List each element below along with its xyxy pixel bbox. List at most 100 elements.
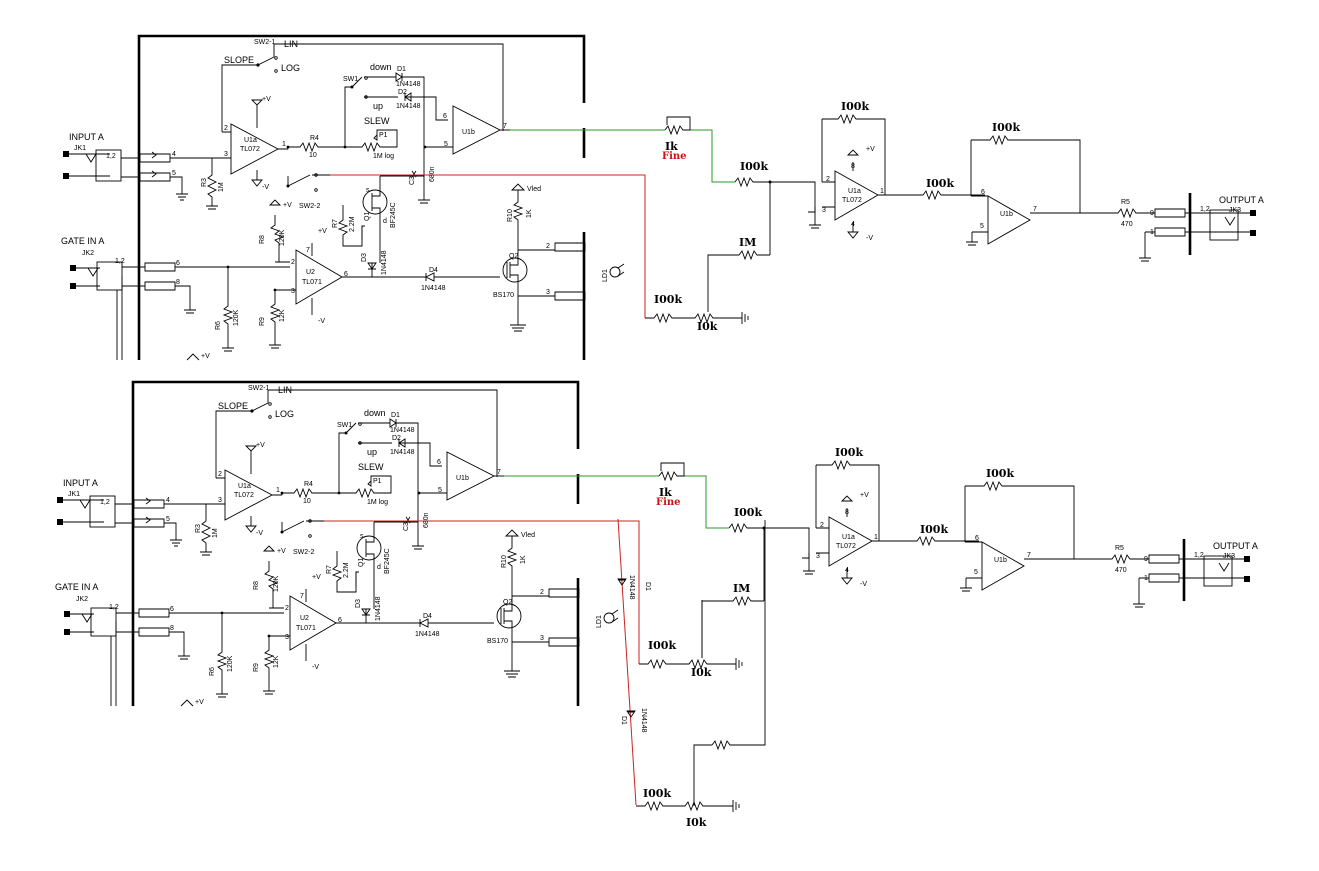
slew-label-b: SLEW: [358, 462, 384, 472]
d2-label-b: D2: [392, 435, 401, 442]
addon-1k-pot: Ik: [665, 140, 678, 153]
vplus-label-b: +V: [256, 442, 265, 449]
r7-label-b: R7: [326, 565, 333, 574]
c3-label-b: C3: [403, 522, 410, 531]
q2-pin3: 3: [546, 289, 550, 296]
bottom-extra-branch: [617, 518, 766, 812]
addon-jk3-pins-b: 1,2: [1194, 552, 1204, 559]
gate-label: GATE IN A: [61, 236, 104, 246]
u2-pin7-b: 7: [300, 593, 304, 600]
r8-vplus: +V: [283, 202, 292, 209]
q2-pin2-b: 2: [540, 589, 544, 596]
addon-q1: 1: [880, 188, 884, 195]
lin-label-b: LIN: [278, 385, 292, 395]
addon-1m-b: IM: [733, 582, 750, 595]
ld1-label: LD1: [602, 269, 609, 282]
pin-5: 5: [172, 170, 176, 177]
log-label-b: LOG: [275, 409, 294, 419]
addon-vminus-b: -V: [860, 581, 867, 588]
r4-value: 10: [309, 152, 317, 159]
lin-label: LIN: [284, 39, 298, 49]
r6-value: 120K: [233, 309, 240, 326]
sw22-label: SW2-2: [299, 203, 321, 210]
r6-value-b: 120K: [227, 655, 234, 672]
addon-pin1: 1: [1150, 229, 1154, 236]
u1b-pin7-b: 7: [497, 469, 501, 476]
u1b-pin7: 7: [503, 123, 507, 130]
addon-r5-b: R5: [1115, 545, 1124, 552]
labels-bottom: INPUT A JK1 1,2 4 5 SLOPE SW2-1 LIN LOG …: [55, 385, 1258, 706]
q1-label-b: Q1: [358, 558, 365, 567]
q2-label-b: Q2: [503, 599, 512, 606]
extra-diode-a-value: 1N4148: [628, 575, 635, 600]
addon-100k-input-b: I00k: [734, 506, 762, 519]
r4-label-b: R4: [304, 481, 313, 488]
jk2-pin6-b: 6: [170, 606, 174, 613]
pin-4-b: 4: [166, 497, 170, 504]
addon-q4-b: 4: [845, 567, 849, 574]
d1-value-b: 1N4148: [390, 427, 415, 434]
q2-value: BS170: [493, 292, 514, 299]
u2-pin6-b: 6: [338, 617, 342, 624]
addon-q6-b: 6: [975, 535, 979, 542]
sw21-label-b: SW2-1: [248, 385, 270, 392]
d1-label-b: D1: [391, 412, 400, 419]
log-label: LOG: [281, 63, 300, 73]
addon-vplus: +V: [866, 146, 875, 153]
r4-label: R4: [310, 135, 319, 142]
extra-100k: I00k: [643, 787, 671, 800]
sw22-label-b: SW2-2: [293, 549, 315, 556]
addon-q2-b: 2: [820, 522, 824, 529]
d3-label: D3: [361, 253, 368, 262]
addon-q3: 3: [822, 207, 826, 214]
u1a-pin3: 3: [224, 151, 228, 158]
d4-value-b: 1N4148: [415, 631, 440, 638]
p1-label-b: P1: [373, 478, 382, 485]
bottom-vplus: +V: [201, 353, 210, 360]
u2-vplus: +V: [318, 228, 327, 235]
q1-drain-b: d: [377, 564, 381, 571]
u1a-label: U1a: [244, 137, 257, 144]
r7-label: R7: [332, 219, 339, 228]
extra-diode-b-value: 1N4148: [640, 708, 647, 733]
r9-value-b: 12K: [273, 655, 280, 668]
r3-value: 1M: [218, 182, 225, 192]
p1-value: 1M log: [373, 153, 394, 160]
r7-value-b: 2.2M: [343, 562, 350, 578]
r9-label: R9: [259, 317, 266, 326]
d4-label-b: D4: [423, 613, 432, 620]
u2-pin3: 3: [291, 288, 295, 295]
schematic-bottom: [55, 380, 1252, 708]
r3-label-b: R3: [195, 524, 202, 533]
addon-q5-b: 5: [974, 569, 978, 576]
u2-part-b: TL071: [296, 625, 316, 632]
input-label: INPUT A: [69, 132, 104, 142]
jk2-pins-b: 1,2: [109, 604, 119, 611]
vplus-label: +V: [262, 96, 271, 103]
addon-r5-value: 470: [1121, 221, 1133, 228]
r10-label: R10: [507, 209, 514, 222]
addon-100k-input: I00k: [740, 160, 768, 173]
slope-label-b: SLOPE: [218, 401, 248, 411]
r3-label: R3: [201, 178, 208, 187]
addon-1k-pot-b: Ik: [659, 486, 672, 499]
d2-label: D2: [398, 89, 407, 96]
u1b-label-b: U1b: [456, 475, 469, 482]
q2-pin3-b: 3: [540, 635, 544, 642]
jk1-label: JK1: [74, 145, 86, 152]
r4-value-b: 10: [303, 498, 311, 505]
u1b-label: U1b: [462, 129, 475, 136]
vminus-label-b: -V: [256, 530, 263, 537]
u2-vplus-b: +V: [312, 574, 321, 581]
addon-q8: 8: [851, 163, 855, 170]
down-label-b: down: [364, 408, 386, 418]
r9-value: 12K: [279, 309, 286, 322]
u1b-pin5: 5: [444, 141, 448, 148]
d3-value-b: 1N4148: [375, 596, 382, 621]
r3-value-b: 1M: [212, 528, 219, 538]
addon-q8-b: 8: [845, 509, 849, 516]
addon-q5: 5: [980, 223, 984, 230]
r8-value-b: 120K: [273, 575, 280, 592]
d1-value: 1N4148: [396, 81, 421, 88]
